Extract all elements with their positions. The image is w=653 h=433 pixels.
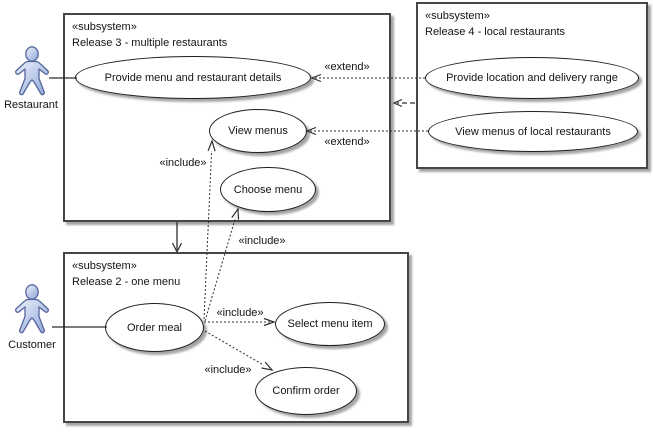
- subsystem-stereotype: «subsystem»: [72, 260, 137, 272]
- extend-label-provide-location: «extend»: [324, 61, 370, 73]
- usecase-label: Provide menu and restaurant details: [104, 71, 282, 84]
- actor-customer-label: Customer: [8, 339, 56, 351]
- subsystem-stereotype: «subsystem»: [425, 10, 490, 22]
- usecase-label: View menus: [228, 125, 288, 137]
- extend-label-view-local-menus: «extend»: [324, 136, 370, 148]
- include-label-view-menus: «include»: [159, 157, 207, 169]
- include-label-select-menu-item: «include»: [216, 307, 264, 319]
- subsystem-stereotype: «subsystem»: [72, 21, 137, 33]
- dependency-arrow-release3-to-release2: [171, 222, 183, 254]
- usecase-provide-location-and-delivery-range: Provide location and delivery range: [425, 57, 639, 99]
- subsystem-name: Release 3 - multiple restaurants: [72, 37, 228, 49]
- actor-customer-icon: [13, 284, 51, 336]
- subsystem-name: Release 2 - one menu: [72, 276, 181, 288]
- actor-restaurant-icon: [13, 46, 51, 98]
- usecase-label: Provide location and delivery range: [446, 72, 618, 84]
- actor-restaurant-label: Restaurant: [4, 99, 58, 111]
- usecase-label: Order meal: [126, 321, 183, 334]
- dependency-arrow-release4-to-release3: [392, 98, 415, 108]
- usecase-view-menus: View menus: [209, 109, 307, 153]
- subsystem-name: Release 4 - local restaurants: [425, 26, 566, 38]
- usecase-order-meal: Order meal: [105, 303, 204, 352]
- usecase-label: Select menu item: [287, 318, 373, 330]
- usecase-choose-menu: Choose menu: [220, 167, 316, 212]
- usecase-label: Choose menu: [233, 183, 303, 196]
- usecase-label: Confirm order: [272, 385, 340, 397]
- include-label-choose-menu: «include»: [238, 235, 286, 247]
- usecase-confirm-order: Confirm order: [255, 367, 357, 415]
- usecase-select-menu-item: Select menu item: [275, 302, 385, 346]
- usecase-label: View menus of local restaurants: [455, 125, 611, 138]
- usecase-provide-menu-and-restaurant-details: Provide menu and restaurant details: [75, 56, 311, 99]
- usecase-view-menus-of-local-restaurants: View menus of local restaurants: [428, 111, 638, 152]
- include-label-confirm-order: «include»: [204, 364, 252, 376]
